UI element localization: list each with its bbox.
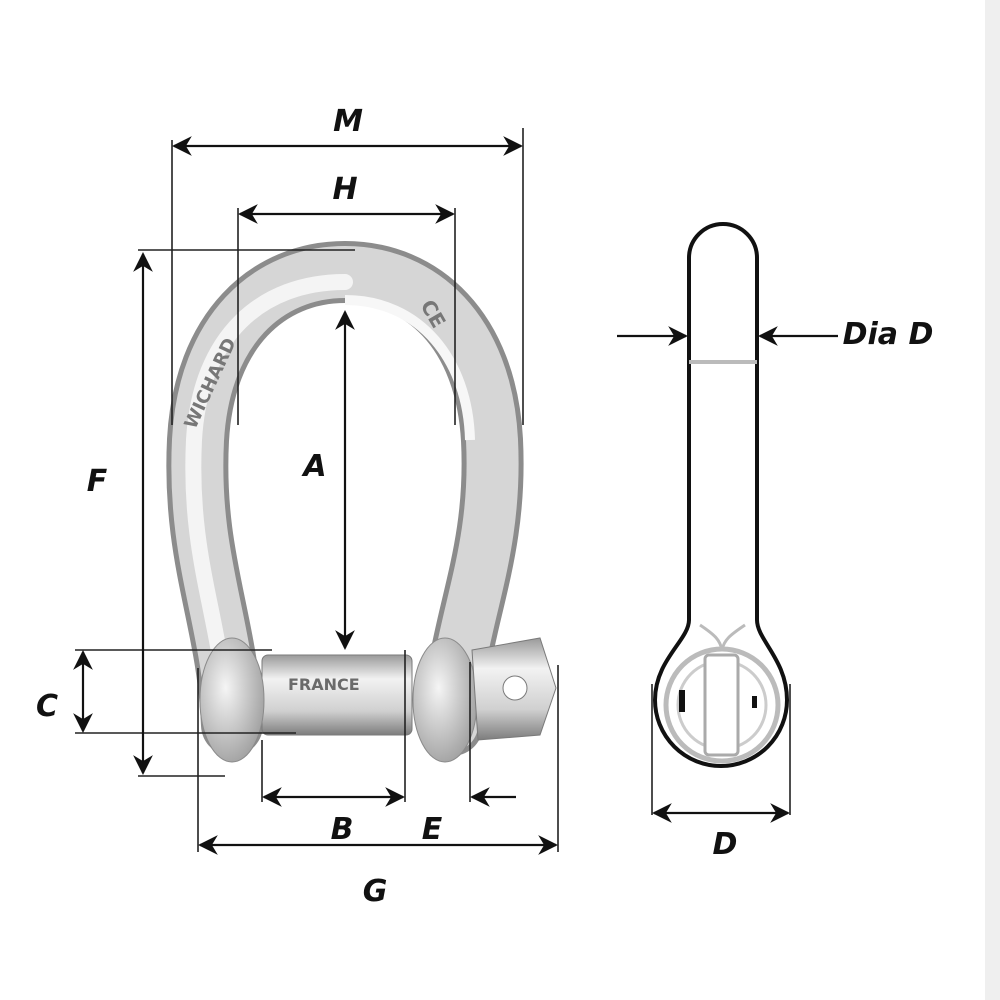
side-view <box>651 222 791 815</box>
label-c: C <box>36 689 58 724</box>
label-a: A <box>301 449 326 484</box>
label-m: M <box>333 104 363 139</box>
label-b: B <box>331 812 354 847</box>
pin-engraving: FRANCE <box>288 675 360 694</box>
left-eye <box>199 637 265 763</box>
label-d: D <box>713 827 738 862</box>
shackle-photo: FRANCE WICHARD CE <box>166 240 557 763</box>
label-h: H <box>332 172 357 207</box>
label-e: E <box>422 812 443 847</box>
label-f: F <box>87 464 108 499</box>
label-dia-d: Dia D <box>843 317 934 352</box>
nut-hole <box>502 675 528 701</box>
right-edge-strip <box>985 0 1000 1000</box>
extension-lines <box>75 128 559 852</box>
shackle-pin <box>261 654 413 736</box>
right-eye <box>412 637 478 763</box>
label-g: G <box>363 874 388 909</box>
